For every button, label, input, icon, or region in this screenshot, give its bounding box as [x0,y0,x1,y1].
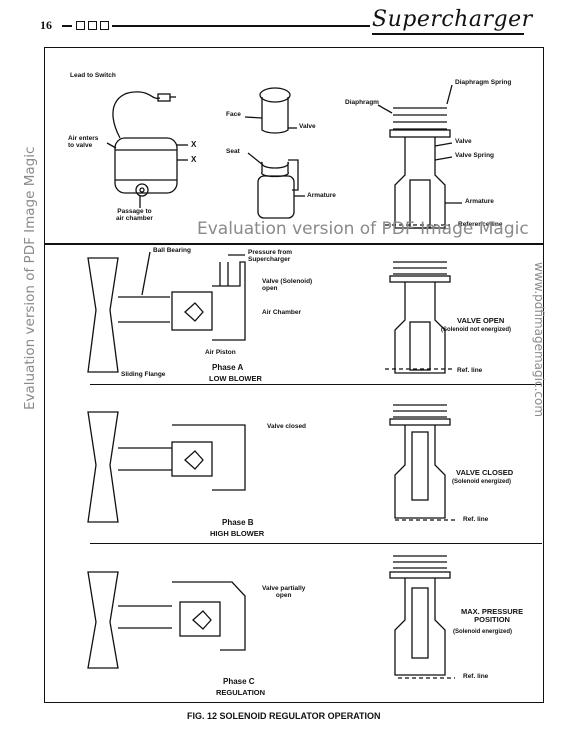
valve-seat-drawing [244,87,305,219]
phase-a-ref-line: Ref. line [457,367,483,374]
label-diaphragm: Diaphragm [345,99,379,106]
label-valve-center: Valve [299,123,316,130]
phase-b-title: Phase B [222,518,254,527]
phase-a-title: Phase A [212,363,244,372]
phase-b-ref-line: Ref. line [463,516,489,523]
label-face: Face [226,111,241,118]
header-rule [112,25,370,27]
label-pressure-from: Pressure from Supercharger [248,249,293,263]
solenoid-unit-drawing [106,91,188,208]
label-air-enters: Air enters to valve [68,135,99,149]
phase-a-blower: LOW BLOWER [209,374,262,383]
label-lead-to-switch: Lead to Switch [70,72,116,79]
label-ball-bearing: Ball Bearing [153,247,191,254]
label-armature-right: Armature [465,198,494,205]
phase-c-title: Phase C [223,677,255,686]
label-valve-spring: Valve Spring [455,152,495,159]
header-boxes [62,21,132,31]
label-seat: Seat [226,148,240,155]
phase-c-drawing [87,571,246,669]
phase-b-status-sub: (Solenoid energized) [452,479,512,485]
phase-c-blower: REGULATION [216,688,266,697]
label-diaphragm-spring: Diaphragm Spring [455,79,512,86]
phase-a-drawing [87,251,246,373]
label-x-lower: X [191,155,197,164]
figure-divider [45,243,543,245]
phase-b-drawing [87,411,246,523]
phase-b-section-drawing [389,404,455,521]
label-valve-partially: Valve partially open [262,585,306,599]
label-sliding-flange: Sliding Flange [121,371,166,378]
phase-a-status-sub: (Solenoid not energized) [441,327,511,333]
phase-divider-2 [90,543,542,545]
phase-c-status-title: MAX. PRESSURE POSITION [461,607,524,624]
label-valve-closed: Valve closed [267,423,307,430]
label-reference-line: Reference line [458,221,503,228]
page-number: 16 [40,18,52,32]
phase-b-blower: HIGH BLOWER [210,529,265,538]
label-air-chamber: Air Chamber [262,309,302,316]
label-valve-right: Valve [455,138,472,145]
phase-b-status-title: VALVE CLOSED [456,468,514,477]
label-x-upper: X [191,140,197,149]
label-passage: Passage to air chamber [116,208,153,222]
label-armature-center: Armature [307,192,336,199]
header-title: Supercharger [372,7,533,32]
watermark-left: Evaluation version of PDF Image Magic [22,146,38,410]
watermark-right: www.pdfimagemagic.com [532,262,546,418]
header-title-underline [372,33,524,35]
phase-c-ref-line: Ref. line [463,673,489,680]
phase-c-status-sub: (Solenoid energized) [453,629,513,635]
watermark-center: Evaluation version of PDF Image Magic [197,219,529,239]
phase-c-section-drawing [389,555,455,679]
figure-caption: FIG. 12 SOLENOID REGULATOR OPERATION [187,711,381,721]
label-air-piston: Air Piston [205,349,236,356]
phase-divider-1 [90,384,542,386]
phase-a-status-title: VALVE OPEN [457,316,505,325]
figure-frame [44,47,544,703]
regulator-section-top [377,84,462,229]
label-valve-open: Valve (Solenoid) open [262,278,313,292]
page-header: 16 Supercharger [0,0,561,40]
phase-a-section-drawing [385,261,455,374]
